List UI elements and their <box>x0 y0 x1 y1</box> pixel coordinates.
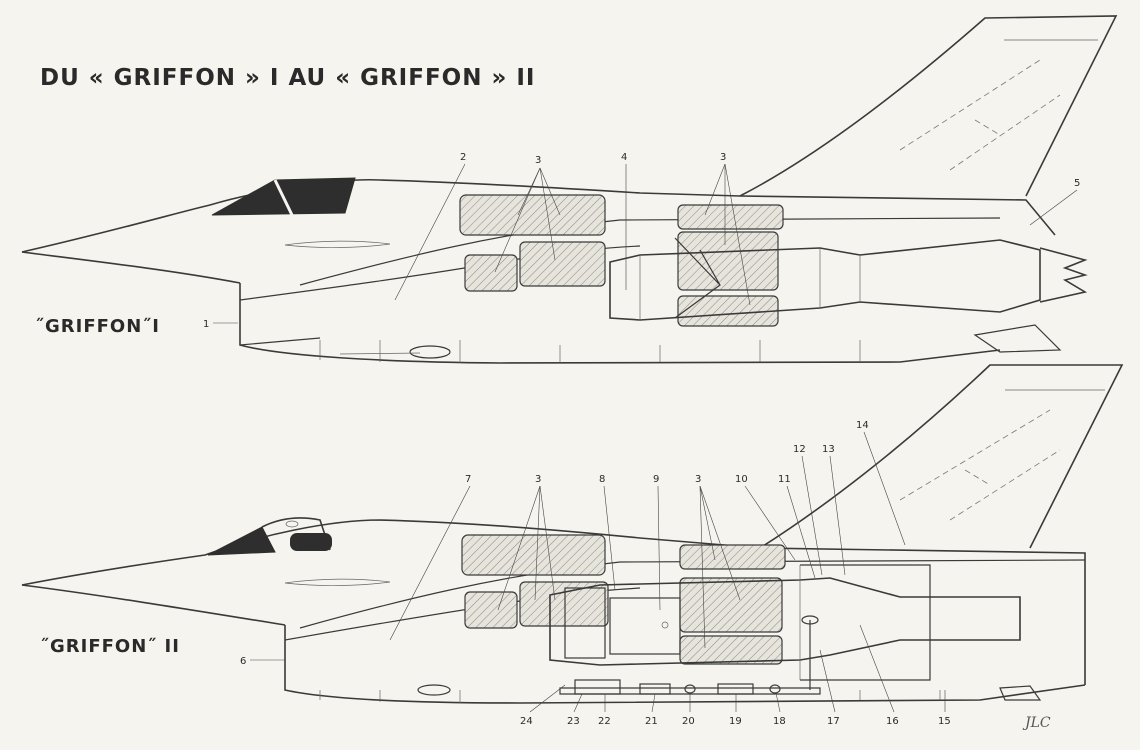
griffon-2-engine <box>549 577 1021 666</box>
callout-24: 24 <box>520 716 533 727</box>
callout-19: 19 <box>729 716 742 727</box>
callout-14: 14 <box>856 420 869 431</box>
griffon-2-callouts: 6 7 3 8 9 3 10 11 12 13 14 15 16 17 18 1… <box>240 420 951 727</box>
diagram-title: DU « GRIFFON » I AU « GRIFFON » II <box>40 65 535 91</box>
griffon-2-label: ˝GRIFFON˝ II <box>40 636 180 657</box>
callout-2: 2 <box>460 152 466 163</box>
griffon-1-fuel-tank <box>464 254 518 292</box>
callout-21: 21 <box>645 716 658 727</box>
griffon-2-fuselage-top <box>21 519 1086 685</box>
griffon-1-fuel-tank <box>677 204 784 230</box>
griffon-2-fuel-tank <box>519 581 609 627</box>
callout-4: 4 <box>621 152 627 163</box>
griffon-2-fuel-tank <box>464 591 518 629</box>
griffon-1-tail-fin <box>739 15 1118 197</box>
callout-3: 3 <box>535 474 541 485</box>
callout-15: 15 <box>938 716 951 727</box>
artist-signature: JLC <box>1022 715 1051 731</box>
callout-1: 1 <box>203 319 209 330</box>
griffon-2-tail-fin <box>759 364 1124 549</box>
callout-22: 22 <box>598 716 611 727</box>
griffon-2-fuel-tank <box>679 544 786 570</box>
callout-10: 10 <box>735 474 748 485</box>
callout-17: 17 <box>827 716 840 727</box>
griffon-2-canopy <box>207 526 276 556</box>
callout-16: 16 <box>886 716 899 727</box>
callout-9: 9 <box>653 474 659 485</box>
callout-18: 18 <box>773 716 786 727</box>
callout-3: 3 <box>695 474 701 485</box>
callout-3: 3 <box>720 152 726 163</box>
callout-3: 3 <box>535 155 541 166</box>
griffon-1-fuel-tank <box>677 231 779 291</box>
griffon-2-drawing <box>21 364 1124 704</box>
callout-12: 12 <box>793 444 806 455</box>
griffon-1-engine <box>609 239 1041 321</box>
griffon-2-fuel-tank <box>461 534 606 576</box>
callout-13: 13 <box>822 444 835 455</box>
callout-7: 7 <box>465 474 471 485</box>
griffon-1-callouts: 1 2 3 4 3 5 <box>203 152 1080 330</box>
griffon-1-fuel-tank <box>459 194 606 236</box>
callout-6: 6 <box>240 656 246 667</box>
callout-5: 5 <box>1074 178 1080 189</box>
griffon-1-drawing <box>21 15 1118 364</box>
griffon-1-label: ˝GRIFFON˝I <box>35 316 160 337</box>
callout-11: 11 <box>778 474 791 485</box>
griffon-2-fuel-tank <box>679 577 783 633</box>
callout-23: 23 <box>567 716 580 727</box>
callout-20: 20 <box>682 716 695 727</box>
griffon-2-fuel-tank <box>679 635 783 665</box>
griffon-1-fuel-tank <box>519 241 606 287</box>
griffon-1-exhaust <box>1039 247 1088 303</box>
callout-8: 8 <box>599 474 605 485</box>
